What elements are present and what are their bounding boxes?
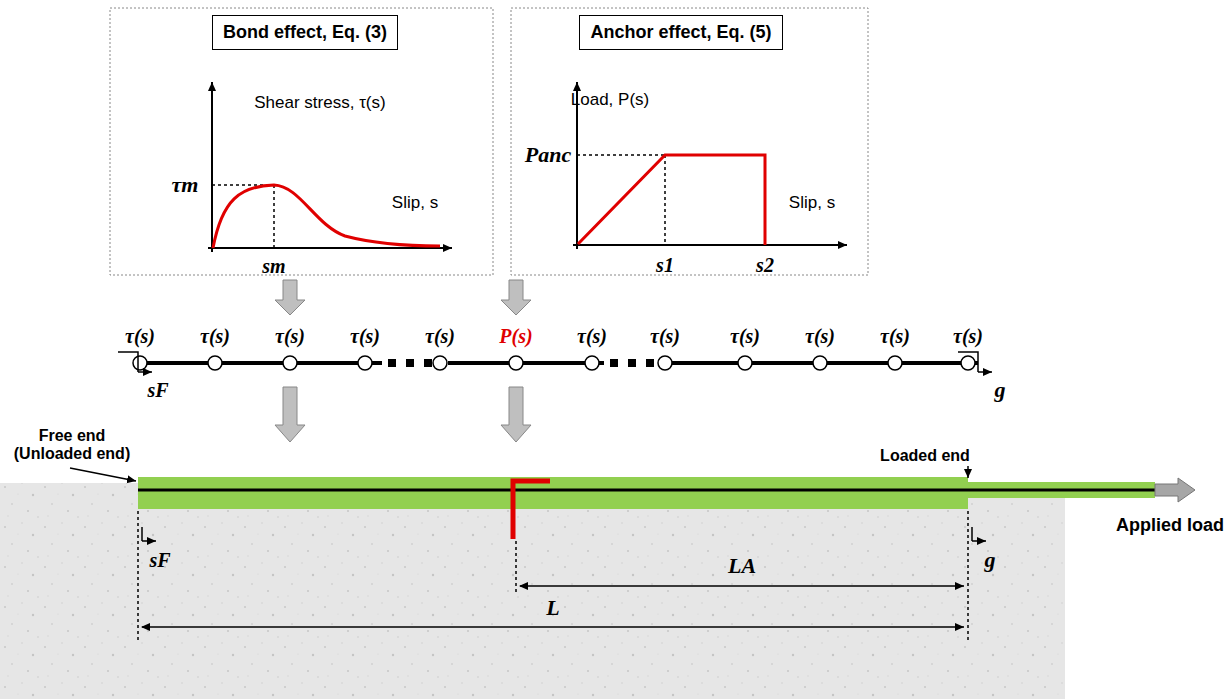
spring-label: τ(s)	[880, 325, 910, 348]
bar	[138, 489, 1155, 492]
axis-label: Slip, s	[789, 193, 835, 213]
chain-node	[283, 356, 297, 370]
axis-value: τm	[172, 172, 199, 197]
spring-label: τ(s)	[805, 325, 835, 348]
spring-label: τ(s)	[577, 325, 607, 348]
chain-node	[433, 356, 447, 370]
chain-node	[509, 356, 523, 370]
axis-label: Slip, s	[392, 193, 438, 213]
concrete-block	[0, 483, 1065, 699]
slip-symbol: sF	[149, 549, 170, 572]
load-label: Applied load	[1116, 515, 1224, 536]
anchor	[513, 481, 550, 539]
slip-symbol: sF	[147, 379, 168, 402]
chain-node	[658, 356, 672, 370]
bond-slip-chart	[208, 82, 452, 252]
dimension-line	[142, 527, 986, 627]
slip-symbol: g	[995, 377, 1006, 402]
axis-value: s2	[756, 254, 774, 277]
spring-label: P(s)	[499, 325, 532, 348]
chain-node	[358, 356, 372, 370]
end-label: Free end (Unloaded end)	[10, 427, 135, 464]
inset-panel	[110, 8, 493, 275]
chain-node	[888, 356, 902, 370]
chain-node	[585, 356, 599, 370]
axis-value: sm	[262, 255, 285, 278]
title-box: Bond effect, Eq. (3)	[212, 15, 398, 50]
title-box: Anchor effect, Eq. (5)	[579, 15, 782, 50]
chain-node	[208, 356, 222, 370]
chain-node	[813, 356, 827, 370]
title-text: Anchor effect, Eq. (5)	[590, 22, 771, 43]
dimension-label: LA	[728, 553, 756, 578]
spring-chain	[118, 352, 992, 372]
slip-symbol: g	[985, 547, 996, 572]
chain-node	[133, 356, 147, 370]
axis-value: Panc	[525, 142, 571, 167]
leader-line	[70, 468, 136, 481]
spring-label: τ(s)	[650, 325, 680, 348]
chain-node	[738, 356, 752, 370]
axis-label: Shear stress, τ(s)	[254, 93, 385, 113]
spring-label: τ(s)	[350, 325, 380, 348]
spring-label: τ(s)	[125, 325, 155, 348]
spring-label: τ(s)	[275, 325, 305, 348]
title-text: Bond effect, Eq. (3)	[223, 22, 387, 43]
frp-strip	[138, 477, 968, 509]
dimension-line	[138, 511, 968, 640]
spring-label: τ(s)	[425, 325, 455, 348]
spring-label: τ(s)	[953, 325, 983, 348]
inset-panel	[511, 8, 868, 275]
chain-node	[961, 356, 975, 370]
dimension-label: L	[546, 595, 559, 620]
spring-label: τ(s)	[200, 325, 230, 348]
axis-label: Load, P(s)	[571, 90, 649, 110]
leader-line	[967, 466, 969, 478]
end-label: Loaded end	[880, 447, 970, 465]
axis-value: s1	[656, 254, 674, 277]
load-arrow	[1155, 478, 1195, 502]
spring-label: τ(s)	[730, 325, 760, 348]
